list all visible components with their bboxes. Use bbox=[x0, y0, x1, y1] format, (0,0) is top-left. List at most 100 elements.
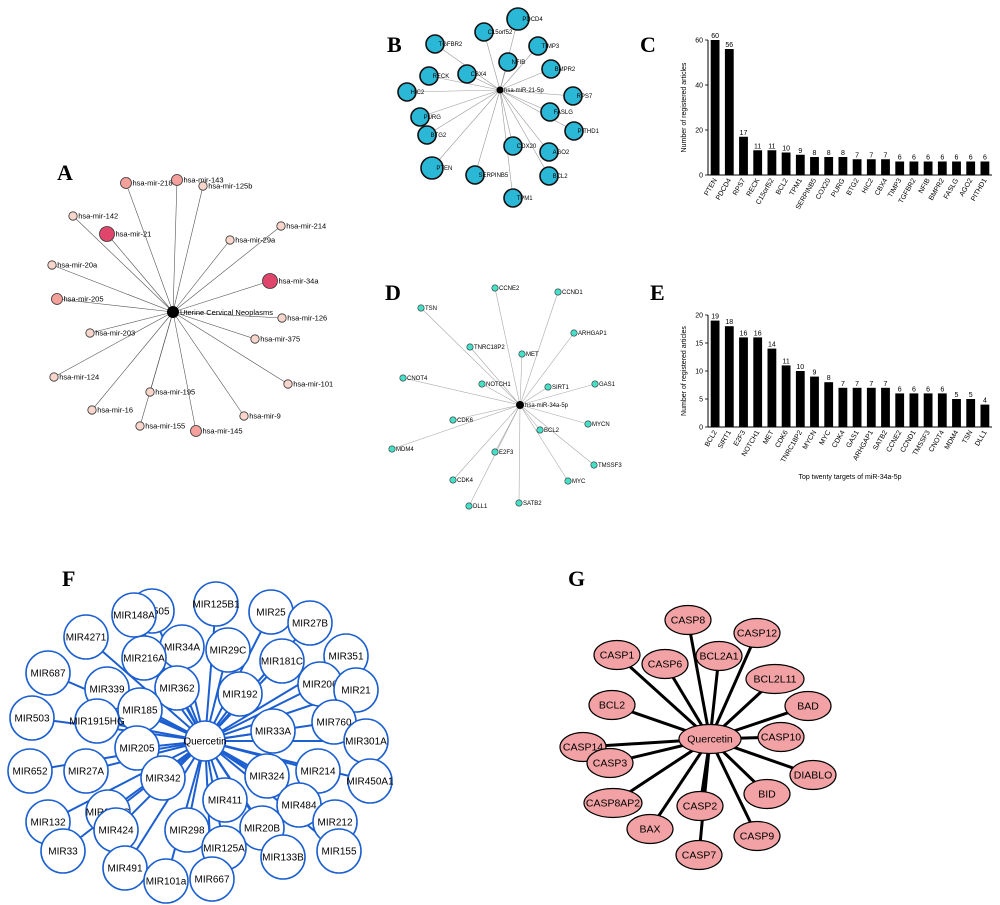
node-label-f-mir652: MIR652 bbox=[12, 767, 47, 778]
chart-c-bar-pithd1 bbox=[980, 161, 990, 175]
node-label-d-tmssf3: TMSSF3 bbox=[598, 463, 622, 469]
node-d-cnot4 bbox=[399, 374, 407, 382]
node-a-hsa-mir-125b bbox=[198, 181, 208, 191]
network-f: MIR505MIR125B1MIR25MIR148AMIR27BMIR4271M… bbox=[7, 581, 394, 904]
node-label-b-faslg: FASLG bbox=[554, 110, 574, 116]
node-g-bad bbox=[784, 690, 832, 722]
node-label-f-mir25: MIR25 bbox=[256, 608, 286, 619]
node-label-a-hsa-mir-375: hsa-mir-375 bbox=[260, 335, 300, 344]
edge-d-notch1 bbox=[481, 383, 521, 406]
node-label-f-mir212: MIR212 bbox=[317, 818, 352, 829]
node-b-c15orf52 bbox=[474, 22, 494, 42]
node-label-a-hsa-mir-145: hsa-mir-145 bbox=[203, 427, 243, 436]
edge-b-btg2 bbox=[426, 89, 501, 136]
node-d-sirt1 bbox=[544, 383, 552, 391]
node-label-f-mir362: MIR362 bbox=[159, 684, 194, 695]
chart-c-value-label-serpinb5: 8 bbox=[813, 150, 817, 157]
node-f-mir411 bbox=[202, 777, 248, 823]
center-label-g: Quercetin bbox=[687, 734, 733, 746]
node-f-mir155 bbox=[316, 828, 362, 874]
node-label-f-mir27b: MIR27B bbox=[292, 619, 328, 630]
panel-label-c: C bbox=[640, 32, 656, 57]
edge-d-cdk6 bbox=[452, 404, 521, 421]
node-label-g-bcl2l11: BCL2L11 bbox=[753, 674, 796, 686]
edge-d-ccne2 bbox=[494, 287, 521, 406]
node-label-d-mycn: MYCN bbox=[592, 422, 610, 428]
chart-c-value-label-cbx4: 7 bbox=[884, 152, 888, 159]
node-label-d-satb2: SATB2 bbox=[523, 501, 542, 507]
chart-e-bar-cnot4 bbox=[937, 393, 947, 427]
edge-d-tsn bbox=[420, 307, 521, 406]
node-label-f-mir424: MIR424 bbox=[98, 826, 133, 837]
chart-e-bar-gas1 bbox=[852, 387, 862, 427]
chart-e-xtick-label-myc: MYC bbox=[819, 430, 833, 447]
edge-a-hsa-mir-142 bbox=[72, 215, 174, 313]
node-label-g-casp1: CASP1 bbox=[600, 650, 635, 662]
node-f-mir216a bbox=[121, 635, 167, 681]
node-label-f-mir34a: MIR34A bbox=[164, 643, 200, 654]
chart-c-value-label-c15orf52: 11 bbox=[768, 143, 775, 150]
edge-a-hsa-mir-29a bbox=[172, 239, 231, 313]
chart-c-bar-bmpr2 bbox=[937, 161, 947, 175]
node-label-d-sirt1: SIRT1 bbox=[552, 385, 570, 391]
center-label-f: Quercetin bbox=[183, 737, 226, 748]
node-f-mir450a1 bbox=[347, 758, 393, 804]
chart-e-value-label-gas1: 7 bbox=[855, 381, 859, 388]
node-label-g-casp8: CASP8 bbox=[671, 615, 706, 627]
node-g-bax bbox=[626, 813, 674, 845]
node-label-a-hsa-mir-124: hsa-mir-124 bbox=[59, 373, 99, 382]
node-label-a-hsa-mir-142: hsa-mir-142 bbox=[78, 212, 118, 221]
node-label-b-pten: PTEN bbox=[436, 166, 452, 172]
node-b-timp3 bbox=[528, 36, 548, 56]
node-f-mir205 bbox=[114, 725, 160, 771]
node-g-bcl2l11 bbox=[745, 663, 805, 695]
node-label-a-hsa-mir-20a: hsa-mir-20a bbox=[57, 261, 98, 270]
node-f-mir125b1 bbox=[193, 581, 239, 627]
node-a-hsa-mir-145 bbox=[190, 425, 202, 437]
edge-a-hsa-mir-101 bbox=[172, 311, 289, 385]
chart-c-xtick-label-hic2: HIC2 bbox=[861, 177, 875, 194]
network-d: CCNE2CCND1TSNARHGAP1TNRC18P2METCNOT4NOTC… bbox=[388, 284, 622, 510]
node-a-hsa-mir-195 bbox=[145, 387, 155, 397]
node-label-f-mir21: MIR21 bbox=[341, 686, 371, 697]
node-label-f-mir29c: MIR29C bbox=[210, 646, 247, 657]
node-b-pithd1 bbox=[564, 121, 584, 141]
node-label-f-mir205: MIR205 bbox=[119, 744, 154, 755]
center-label-a: Uterine Cervical Neoplasms bbox=[180, 308, 273, 317]
chart-e-value-label-ccne2: 6 bbox=[898, 386, 902, 393]
center-node-f bbox=[184, 720, 226, 762]
node-label-d-met: MET bbox=[526, 352, 539, 358]
node-a-hsa-mir-218 bbox=[120, 177, 132, 189]
edge-a-hsa-mir-143 bbox=[172, 179, 178, 313]
edge-d-bcl2 bbox=[519, 404, 541, 431]
chart-e-xtick-label-dll1: DLL1 bbox=[974, 429, 988, 447]
edge-a-hsa-mir-16 bbox=[91, 311, 174, 411]
chart-c-value-label-ago2: 6 bbox=[969, 155, 973, 162]
node-label-g-casp8ap2: CASP8AP2 bbox=[586, 798, 640, 810]
chart-e-value-label-tsn: 5 bbox=[969, 392, 973, 399]
edge-a-hsa-mir-375 bbox=[172, 311, 256, 340]
chart-c-bar-timp3 bbox=[895, 161, 905, 175]
node-a-hsa-mir-375 bbox=[250, 334, 260, 344]
node-label-g-bcl2a1: BCL2A1 bbox=[699, 651, 738, 663]
node-label-f-mir687: MIR687 bbox=[30, 669, 65, 680]
chart-e-bar-satb2 bbox=[881, 387, 890, 427]
node-f-mir101a bbox=[143, 858, 189, 904]
chart-e-xtick-label-met: MET bbox=[762, 429, 776, 446]
node-f-mir27b bbox=[287, 600, 333, 646]
node-label-b-timp3: TIMP3 bbox=[542, 44, 560, 50]
node-d-ccne2 bbox=[491, 284, 499, 292]
chart-c-value-label-reck: 11 bbox=[754, 143, 761, 150]
node-g-casp8 bbox=[664, 604, 712, 636]
node-label-f-mir125b1: MIR125B1 bbox=[192, 600, 240, 611]
node-label-f-mir206: MIR206 bbox=[302, 680, 337, 691]
chart-e-xtick-label-mdm4: MDM4 bbox=[944, 429, 960, 450]
edge-b-c15orf52 bbox=[483, 31, 501, 91]
node-label-f-mir181c: MIR181C bbox=[261, 657, 303, 668]
node-d-myc bbox=[564, 477, 572, 485]
node-f-mir27a bbox=[63, 748, 109, 794]
edge-f-mir450a1 bbox=[204, 740, 371, 782]
chart-e-bar-sirt1 bbox=[724, 326, 734, 427]
node-d-mdm4 bbox=[388, 445, 396, 453]
